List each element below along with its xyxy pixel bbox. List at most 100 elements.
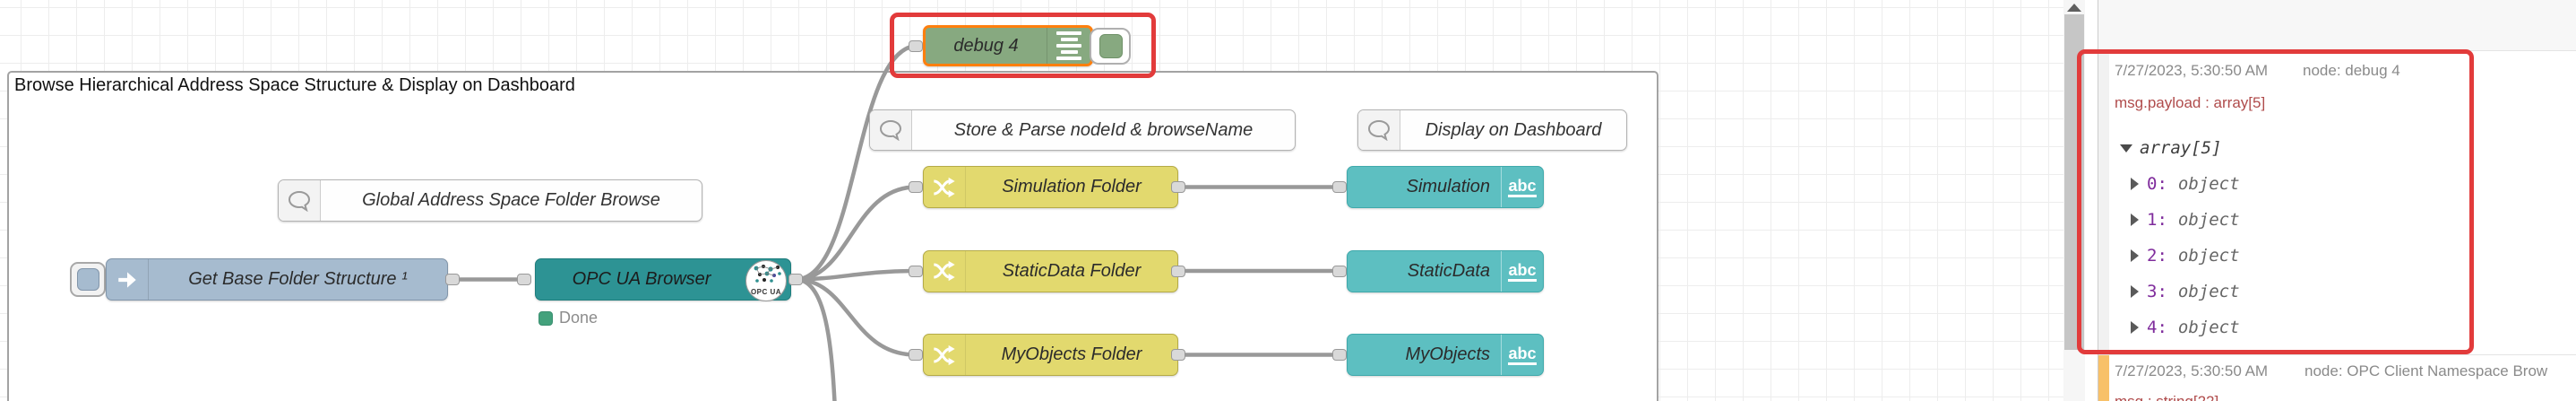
tree-item-row[interactable]: 2: object [2131,238,2240,274]
inject-node[interactable]: Get Base Folder Structure ¹ [106,258,448,301]
tree-item-value: object [2177,282,2240,301]
tree-item-value: object [2177,174,2240,194]
switch-shuffle-icon [924,167,966,207]
debug-input-port[interactable] [909,40,923,52]
message-source-node: node: OPC Client Namespace Brow [2305,362,2548,379]
debug-list-icon [1047,28,1090,64]
triangle-right-icon[interactable] [2131,321,2139,334]
opcua-badge-icon: OPC UA [745,260,787,301]
comment-label: Global Address Space Folder Browse [362,190,660,210]
tree-item-key: 4: [2147,318,2167,337]
debug-sidebar-header [2098,0,2576,51]
switch-node-myobjects[interactable]: MyObjects Folder [923,334,1178,376]
comment-node-store[interactable]: Store & Parse nodeId & browseName [869,109,1296,151]
uitext-input-port[interactable] [1332,349,1347,361]
message-gutter [2098,51,2109,354]
opcua-input-port[interactable] [517,274,531,285]
debug-message[interactable]: 7/27/2023, 5:30:50 AM node: OPC Client N… [2098,354,2576,401]
comment-label: Store & Parse nodeId & browseName [953,119,1254,140]
debug-node[interactable]: debug 4 [923,25,1093,66]
inject-output-port[interactable] [445,274,460,285]
annotation-rect-debug-message [2077,49,2474,354]
inject-arrow-icon [107,259,149,300]
comment-node-display[interactable]: Display on Dashboard [1357,109,1627,151]
switch-input-port[interactable] [909,181,923,193]
status-label: Done [559,309,599,327]
uitext-node-label: Simulation [1406,177,1490,196]
wire-opcua-simulation[interactable] [793,185,918,282]
tree-item-key: 3: [2147,282,2167,301]
flow-canvas[interactable]: Browse Hierarchical Address Space Struct… [0,0,2063,401]
tree-item-value: object [2177,210,2240,230]
tree-item-value: object [2177,318,2240,337]
tree-item-key: 2: [2147,246,2167,266]
tree-root-label: array[5] [2140,138,2222,158]
comment-label: Display on Dashboard [1425,119,1602,140]
triangle-right-icon[interactable] [2131,285,2139,298]
uitext-input-port[interactable] [1332,181,1347,193]
message-source-node: node: debug 4 [2303,62,2400,79]
annotation-rect-debug-node [890,13,1156,78]
abc-text-icon: abc [1501,250,1543,292]
debug-message[interactable]: 7/27/2023, 5:30:50 AM node: debug 4 msg.… [2098,51,2576,354]
switch-node-label: Simulation Folder [1002,177,1142,196]
uitext-node-myobjects[interactable]: MyObjects abc [1347,334,1544,376]
triangle-right-icon[interactable] [2131,249,2139,262]
tree-item-row[interactable]: 0: object [2131,166,2240,202]
tree-item-key: 0: [2147,174,2167,194]
debug-toggle-inner [1099,34,1123,58]
tree-item-row[interactable]: 3: object [2131,274,2240,309]
opcua-output-port[interactable] [788,274,803,285]
wire-opcua-myobjects[interactable] [793,277,918,357]
wire-opcua-debug[interactable] [793,43,918,282]
uitext-node-simulation[interactable]: Simulation abc [1347,166,1544,208]
sidebar-resize-handle[interactable] [2085,0,2098,401]
switch-node-simulation[interactable]: Simulation Folder [923,166,1178,208]
tree-item-row[interactable]: 4: object [2131,309,2240,345]
message-timestamp: 7/27/2023, 5:30:50 AM [2115,362,2269,379]
tree-item-row[interactable]: 1: object [2131,202,2240,238]
uitext-input-port[interactable] [1332,265,1347,277]
triangle-right-icon[interactable] [2131,214,2139,226]
switch-shuffle-icon [924,335,966,375]
triangle-down-icon[interactable] [2120,144,2132,153]
uitext-node-staticdata[interactable]: StaticData abc [1347,249,1544,292]
wires-layer [450,43,1342,401]
switch-node-staticdata[interactable]: StaticData Folder [923,249,1178,292]
message-gutter-highlight [2098,355,2109,401]
inject-button-inner [77,268,99,291]
comment-bubble-icon [279,180,321,221]
opcua-badge-text: OPC UA [750,288,782,296]
debug-node-label: debug 4 [953,35,1019,56]
message-timestamp: 7/27/2023, 5:30:50 AM [2115,62,2269,79]
wire-opcua-offscreen[interactable] [793,277,840,401]
abc-text-icon: abc [1501,335,1543,375]
switch-output-port[interactable] [1171,349,1185,361]
switch-input-port[interactable] [909,349,923,361]
inject-node-label: Get Base Folder Structure ¹ [188,269,408,289]
comment-node-global[interactable]: Global Address Space Folder Browse [278,179,702,222]
switch-node-label: MyObjects Folder [1001,344,1142,364]
tree-item-value: object [2177,246,2240,266]
group-title: Browse Hierarchical Address Space Struct… [14,75,575,95]
switch-input-port[interactable] [909,265,923,277]
debug-toggle-button[interactable] [1090,28,1131,65]
status-dot [538,311,553,326]
wire-opcua-staticdata[interactable] [793,268,918,282]
switch-output-port[interactable] [1171,265,1185,277]
abc-text-icon: abc [1501,167,1543,207]
tree-item-key: 1: [2147,210,2167,230]
comment-bubble-icon [1358,110,1400,150]
inject-button[interactable] [70,262,106,297]
switch-node-label: StaticData Folder [1002,260,1142,281]
scrollbar-arrow-up-icon[interactable] [2067,4,2081,12]
triangle-right-icon[interactable] [2131,178,2139,190]
message-property-path: msg : string[22] [2115,393,2218,401]
comment-bubble-icon [870,110,912,150]
switch-output-port[interactable] [1171,181,1185,193]
uitext-node-label: StaticData [1407,260,1490,281]
tree-root-row[interactable]: array[5] [2120,130,2222,166]
debug-sidebar: 7/27/2023, 5:30:50 AM node: debug 4 msg.… [2098,0,2576,401]
switch-shuffle-icon [924,250,966,292]
